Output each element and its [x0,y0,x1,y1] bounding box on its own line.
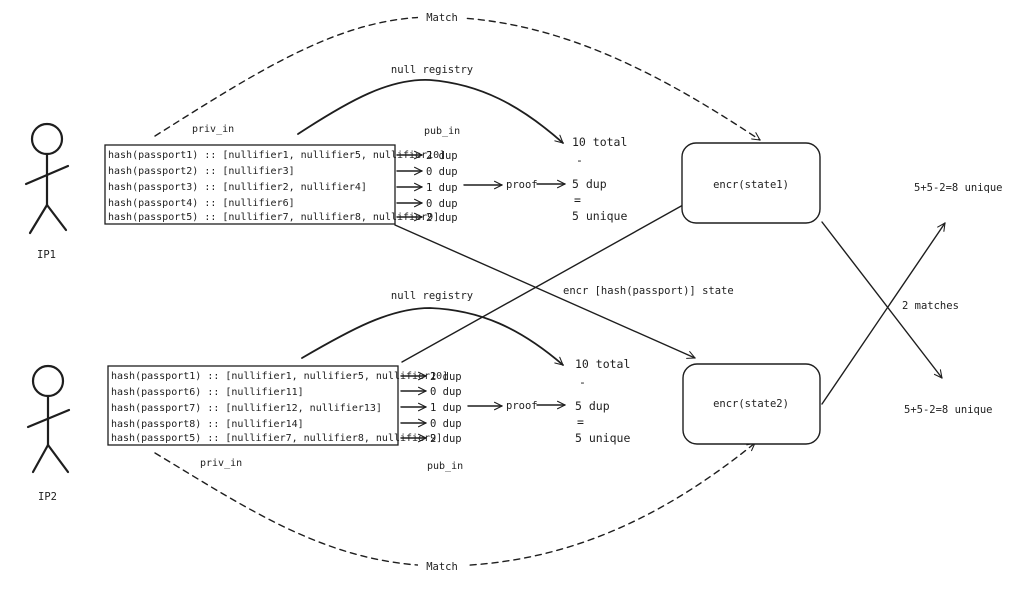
ip2-dup-4: 0 dup [430,418,462,430]
ip1-calc-unique: 5 unique [572,209,627,223]
match-top-label: Match [426,12,458,24]
state1-label: encr(state1) [713,179,789,191]
match-top-curve [154,16,761,141]
ip2-calc-dup: 5 dup [575,399,610,413]
ip1-calc-total: 10 total [572,135,627,149]
ip2-row-3: hash(passport7) :: [nullifier12, nullifi… [111,403,382,414]
ip1-passport-box [104,144,396,225]
ip1-stick-figure-icon [24,122,70,235]
ip2-dup-2: 0 dup [430,386,462,398]
ip1-dup-1: 2 dup [426,150,458,162]
ip1-dup-4: 0 dup [426,198,458,210]
ip2-row-2: hash(passport6) :: [nullifier11] [111,387,304,398]
state1-box [681,142,821,224]
ip1-calc-minus: - [576,153,583,167]
ip1-row-5: hash(passport5) :: [nullifier7, nullifie… [108,212,439,223]
ip1-dup-2: 0 dup [426,166,458,178]
ip1-null-registry-curve [297,79,564,144]
result-bottom: 5+5-2=8 unique [904,404,993,416]
match-bottom-bg [418,558,466,574]
ip2-passport-box [107,365,399,446]
ip2-row-5: hash(passport5) :: [nullifier7, nullifie… [111,433,442,444]
state2-to-result-arrow [821,222,946,405]
result-top: 5+5-2=8 unique [914,182,1003,194]
ip1-calc-dup: 5 dup [572,177,607,191]
ip2-calc-minus: - [579,375,586,389]
ip2-pub-in-label: pub_in [427,461,463,472]
matches-label: 2 matches [902,300,959,312]
ip2-calc-unique: 5 unique [575,431,630,445]
ip2-null-registry-curve [301,307,564,366]
ip1-row-3: hash(passport3) :: [nullifier2, nullifie… [108,182,367,193]
ip2-proof-label: proof [506,400,538,412]
ip2-stick-figure-icon [26,364,71,474]
ip2-dup-1: 2 dup [430,371,462,383]
ip1-null-registry-label: null registry [391,64,473,76]
ip1-row-4: hash(passport4) :: [nullifier6] [108,198,295,209]
encr-state-label: encr [hash(passport)] state [563,285,734,297]
ip2-dup-5: 2 dup [430,433,462,445]
ip2-priv-in-label: priv_in [200,458,242,469]
matches-bg [898,297,964,313]
ip1-pub-in-label: pub_in [424,126,460,137]
ip1-row-arrows [396,150,423,222]
ip2-row-4: hash(passport8) :: [nullifier14] [111,419,304,430]
ip1-row-1: hash(passport1) :: [nullifier1, nullifie… [108,150,445,161]
ip2-row-1: hash(passport1) :: [nullifier1, nullifie… [111,371,448,382]
ip2-calc-total: 10 total [575,357,630,371]
ip2-null-registry-label: null registry [391,290,473,302]
ip1-dup-3: 1 dup [426,182,458,194]
ip1-calc-equals: = [574,193,581,207]
state2-box [682,363,821,445]
ip1-dup-5: 2 dup [426,212,458,224]
ip2-label: IP2 [38,491,57,503]
state2-label: encr(state2) [713,398,789,410]
ip2-dup-3: 1 dup [430,402,462,414]
ip2-to-state1-arrow [401,199,693,363]
state1-to-result-arrow [821,221,943,379]
ip2-calc-equals: = [577,415,584,429]
match-top-bg [418,9,466,25]
ip1-label: IP1 [37,249,56,261]
ip1-to-state2-arrow [394,224,696,359]
ip1-proof-label: proof [506,179,538,191]
ip1-priv-in-label: priv_in [192,124,234,135]
ip1-row-2: hash(passport2) :: [nullifier3] [108,166,295,177]
match-bottom-label: Match [426,561,458,573]
ip2-row-arrows [400,371,427,443]
